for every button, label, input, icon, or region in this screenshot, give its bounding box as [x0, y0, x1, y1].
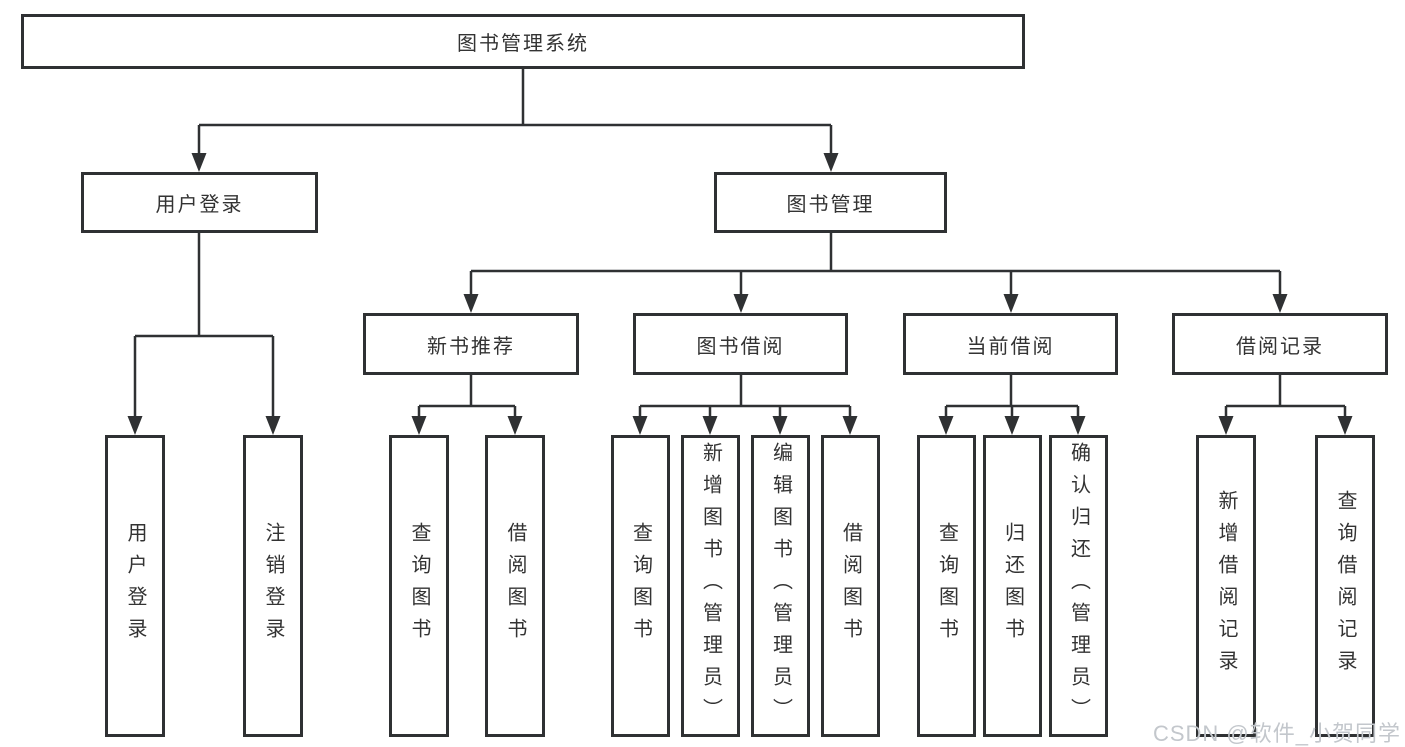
leaf-label: 用户登录 — [124, 522, 146, 650]
node-label: 图书借阅 — [696, 335, 785, 358]
leaf-label: 确认归还（管理员） — [1067, 442, 1090, 730]
node-label: 新书推荐 — [427, 335, 515, 358]
watermark-text: CSDN @软件_小贺同学 — [1152, 721, 1401, 746]
leaf-label: 借阅图书 — [504, 522, 526, 650]
leaf-return-books: 归还图书 — [983, 435, 1042, 737]
leaf-borrow-books: 借阅图书 — [821, 435, 880, 737]
leaf-edit-books-admin: 编辑图书（管理员） — [751, 435, 810, 737]
leaf-label: 查询图书 — [629, 522, 652, 650]
leaf-user-login: 用户登录 — [105, 435, 165, 737]
leaf-label: 新增图书（管理员） — [699, 442, 722, 730]
leaf-query-books-borrow: 查询图书 — [611, 435, 670, 737]
leaf-label: 查询图书 — [408, 522, 430, 650]
leaf-add-borrow-record: 新增借阅记录 — [1196, 435, 1256, 737]
node-label: 图书管理 — [786, 194, 875, 216]
node-user-login: 用户登录 — [81, 172, 318, 233]
node-library-management-system: 图书管理系统 — [21, 14, 1025, 69]
leaf-label: 编辑图书（管理员） — [769, 442, 792, 730]
node-label: 用户登录 — [155, 194, 244, 216]
leaf-query-books-current: 查询图书 — [917, 435, 976, 737]
leaf-label: 注销登录 — [262, 522, 284, 650]
connector-strokes — [133, 69, 1347, 421]
node-borrow-records: 借阅记录 — [1172, 313, 1388, 375]
leaf-label: 借阅图书 — [839, 522, 862, 650]
leaf-label: 查询图书 — [935, 522, 958, 650]
node-book-management: 图书管理 — [714, 172, 947, 233]
leaf-add-books-admin: 新增图书（管理员） — [681, 435, 740, 737]
leaf-query-books-recommend: 查询图书 — [389, 435, 449, 737]
leaf-confirm-return-admin: 确认归还（管理员） — [1049, 435, 1108, 737]
node-book-borrow: 图书借阅 — [633, 313, 848, 375]
leaf-label: 新增借阅记录 — [1215, 490, 1237, 682]
node-label: 当前借阅 — [966, 335, 1055, 358]
arrowheads — [127, 153, 1353, 435]
leaf-borrow-books-recommend: 借阅图书 — [485, 435, 545, 737]
leaf-label: 归还图书 — [1001, 522, 1024, 650]
node-label: 图书管理系统 — [457, 33, 589, 55]
leaf-label: 查询借阅记录 — [1334, 490, 1356, 682]
node-label: 借阅记录 — [1236, 335, 1324, 358]
node-new-book-recommend: 新书推荐 — [363, 313, 579, 375]
leaf-query-borrow-record: 查询借阅记录 — [1315, 435, 1375, 737]
leaf-logout: 注销登录 — [243, 435, 303, 737]
node-current-borrow: 当前借阅 — [903, 313, 1118, 375]
